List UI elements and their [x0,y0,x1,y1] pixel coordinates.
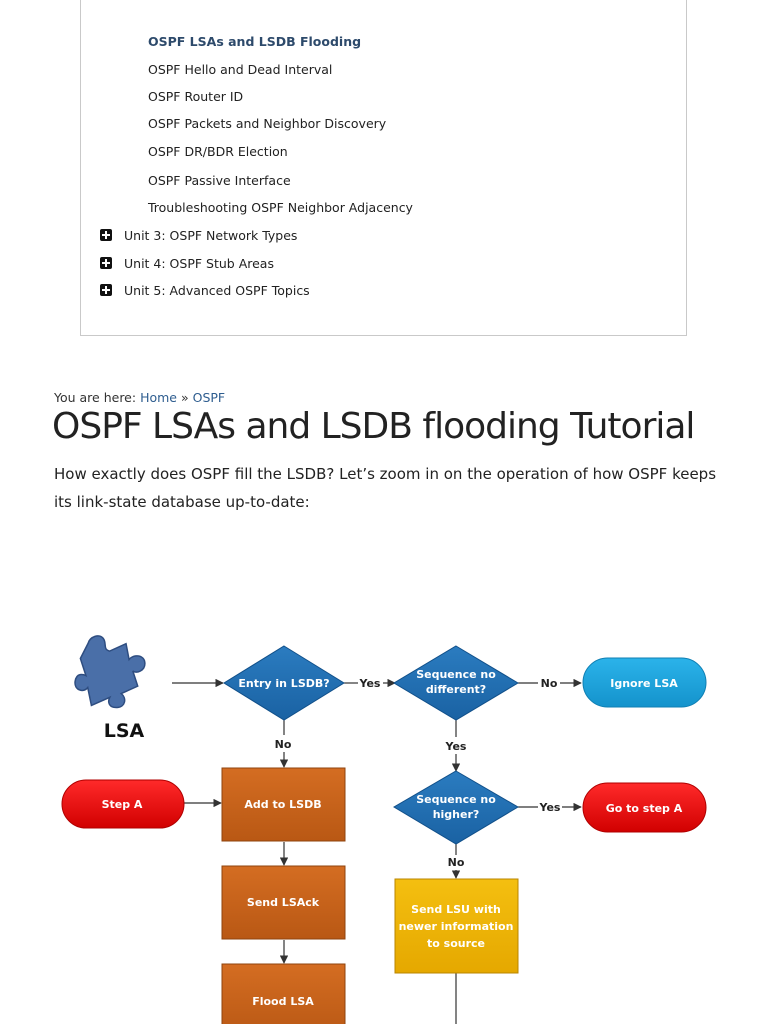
edge-label-no: No [541,677,558,690]
edge-label-yes: Yes [445,740,467,753]
edge-label-yes: Yes [539,801,561,814]
process-add-to-lsdb: Add to LSDB [221,767,346,842]
process-flood-lsa: Flood LSA [221,963,346,1024]
decision-label: Entry in LSDB? [238,677,329,690]
decision-label: higher? [433,808,480,821]
breadcrumb-prefix: You are here: [54,390,137,405]
decision-entry-in-lsdb: Entry in LSDB? [223,645,345,721]
terminal-step-a: Step A [61,779,185,829]
process-send-lsu: Send LSU with newer information to sourc… [394,878,519,974]
plus-square-icon[interactable] [100,229,112,241]
decision-label: Sequence no [416,668,496,681]
edge-label-no: No [275,738,292,751]
toc-lesson-passive-interface[interactable]: OSPF Passive Interface [148,173,291,188]
process-label: to source [427,937,485,950]
process-label: Add to LSDB [244,798,321,811]
toc-lesson-hello-dead[interactable]: OSPF Hello and Dead Interval [148,62,333,77]
page-title: OSPF LSAs and LSDB flooding Tutorial [52,406,695,447]
terminal-label: Step A [102,798,143,811]
course-toc [80,0,687,336]
process-send-lsack: Send LSAck [221,865,346,940]
toc-unit-label[interactable]: Unit 3: OSPF Network Types [124,228,298,243]
plus-square-icon[interactable] [100,284,112,296]
decision-sequence-higher: Sequence no higher? [393,770,519,845]
toc-lesson-router-id[interactable]: OSPF Router ID [148,89,244,104]
breadcrumb-ospf[interactable]: OSPF [192,390,226,405]
process-label: Flood LSA [252,995,314,1008]
process-label: Send LSU with [411,903,501,916]
breadcrumb: You are here: Home » OSPF [54,390,225,405]
terminal-label: Go to step A [606,802,683,815]
toc-unit-label[interactable]: Unit 4: OSPF Stub Areas [124,256,274,271]
process-label: Send LSAck [247,896,320,909]
breadcrumb-separator: » [180,390,189,405]
terminal-label: Ignore LSA [610,677,678,690]
decision-label: Sequence no [416,793,496,806]
decision-label: different? [426,683,486,696]
toc-lesson-troubleshooting[interactable]: Troubleshooting OSPF Neighbor Adjacency [148,200,413,215]
lsa-label: LSA [104,720,145,742]
toc-lesson-packets-neighbor[interactable]: OSPF Packets and Neighbor Discovery [148,116,387,131]
article-intro: How exactly does OSPF fill the LSDB? Let… [54,465,717,511]
toc-lesson-lsa-flooding[interactable]: OSPF LSAs and LSDB Flooding [148,34,362,49]
toc-lesson-dr-bdr[interactable]: OSPF DR/BDR Election [148,144,288,159]
terminal-go-to-step-a: Go to step A [582,782,707,833]
process-label: newer information [399,920,514,933]
terminal-ignore-lsa: Ignore LSA [582,657,707,708]
plus-square-icon[interactable] [100,257,112,269]
toc-unit-label[interactable]: Unit 5: Advanced OSPF Topics [124,283,310,298]
edge-label-no: No [448,856,465,869]
flow-edges [172,678,582,1024]
breadcrumb-home[interactable]: Home [140,390,177,405]
puzzle-piece-icon [74,635,146,709]
decision-sequence-different: Sequence no different? [393,645,519,721]
edge-label-yes: Yes [359,677,381,690]
lsa-flowchart: Yes No No Yes Yes No LSA Entry in LSDB? … [61,635,707,1024]
